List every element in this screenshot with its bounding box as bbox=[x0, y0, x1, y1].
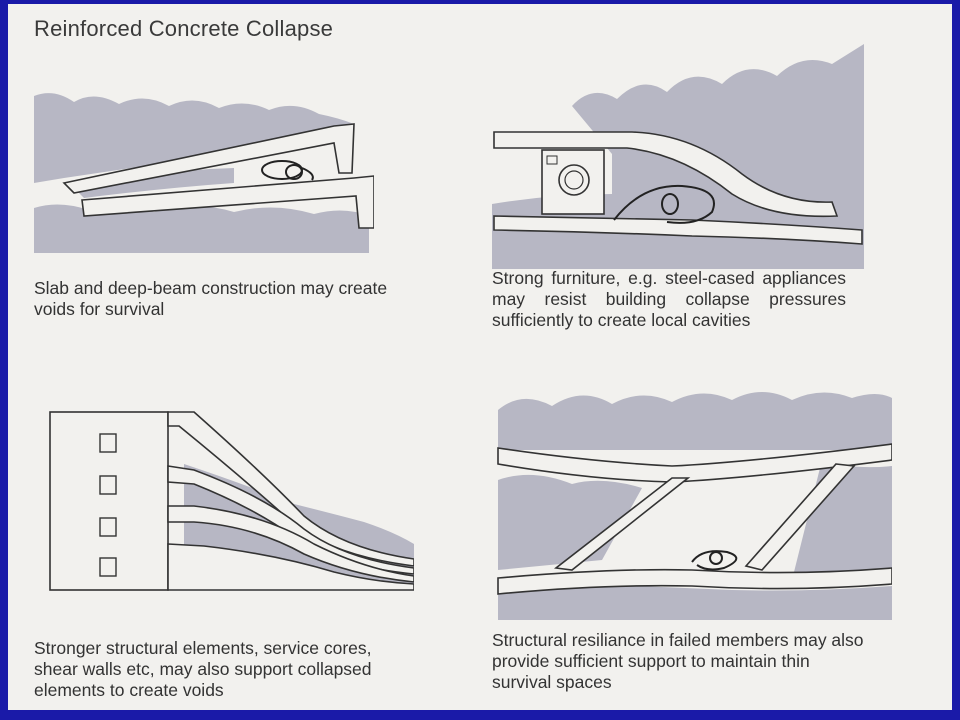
caption-strong-furniture: Strong furniture, e.g. steel-cased appli… bbox=[492, 268, 846, 330]
illustration-slab-deep-beam bbox=[34, 88, 374, 253]
illustration-structural-elements bbox=[44, 404, 414, 594]
caption-structural-resilience: Structural resiliance in failed members … bbox=[492, 630, 864, 692]
illustration-structural-resilience bbox=[492, 380, 892, 620]
caption-structural-elements: Stronger structural elements, service co… bbox=[34, 638, 372, 700]
caption-slab-deep-beam: Slab and deep-beam construction may crea… bbox=[34, 278, 388, 319]
slide: Reinforced Concrete Collapse Slab and de… bbox=[8, 4, 952, 710]
illustration-strong-furniture bbox=[492, 44, 867, 269]
slide-title: Reinforced Concrete Collapse bbox=[34, 16, 334, 41]
